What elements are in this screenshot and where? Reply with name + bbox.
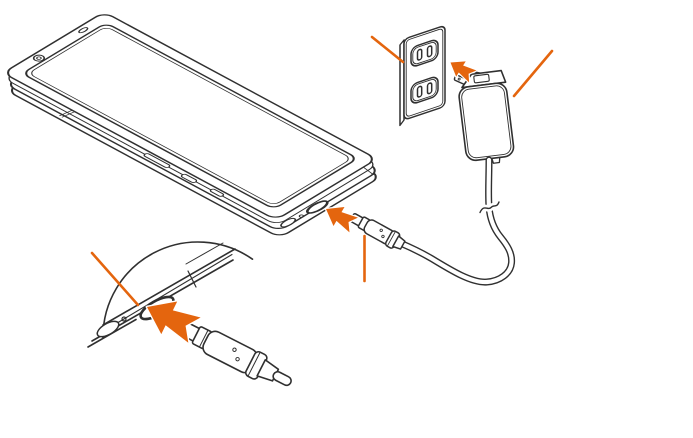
inset-microphone-hole xyxy=(121,316,127,322)
arrow-icon xyxy=(324,205,360,234)
leader-line-outlet xyxy=(370,35,405,64)
outlet-lower-slot-left xyxy=(416,85,423,98)
usb-plug-neck xyxy=(392,235,406,250)
wall-outlet xyxy=(399,25,446,127)
insert-arrow-outlet xyxy=(449,60,478,84)
inset-screen-edge-line2 xyxy=(104,253,233,331)
insertion-arrows xyxy=(145,60,478,345)
adapter-body xyxy=(458,82,515,162)
adapter-body-inner-line xyxy=(461,85,512,159)
front-camera-lens xyxy=(36,56,42,60)
phone xyxy=(7,14,377,236)
inset-screen-edge-line xyxy=(102,248,236,326)
inset-plug-cable-stub xyxy=(272,370,292,387)
adapter-strain-relief xyxy=(491,157,501,164)
inset-plug-screw xyxy=(235,356,240,362)
usb-plug-magnified xyxy=(178,320,292,387)
ac-adapter xyxy=(458,69,515,164)
speaker-slot xyxy=(280,217,297,228)
outlet-upper-socket-inner xyxy=(412,41,437,65)
camera-key xyxy=(209,188,225,197)
outlet-plate-inner-line xyxy=(405,28,444,117)
outlet-upper-slot-right xyxy=(426,45,433,58)
microphone-hole xyxy=(298,214,305,218)
outlet-upper-slot-left xyxy=(416,48,423,61)
usb-plug-end-ring-line xyxy=(387,231,396,247)
usb-plug-screw xyxy=(379,228,383,232)
leader-line-inset-port xyxy=(90,251,140,307)
insert-arrow-inset xyxy=(145,300,203,345)
arrow-icon xyxy=(449,60,478,84)
inset-plug-screw xyxy=(232,347,237,352)
inset-speaker-slot xyxy=(96,320,120,338)
usb-type-c-port xyxy=(305,200,329,214)
phone-screen-inner-line xyxy=(31,28,349,204)
front-camera xyxy=(32,54,46,62)
antenna-seam xyxy=(363,167,374,175)
phone-screen xyxy=(25,24,355,208)
phone-face xyxy=(7,14,373,218)
sim-tray-seam xyxy=(61,111,76,118)
volume-key xyxy=(143,153,171,168)
headset-jack xyxy=(78,27,89,34)
outlet-lower-slot-right xyxy=(426,82,433,95)
inset-circle-arc xyxy=(102,241,254,339)
usb-cable xyxy=(395,156,516,286)
adapter-top-socket xyxy=(473,73,490,84)
callout-leader-lines xyxy=(90,35,554,307)
cable-break-mark xyxy=(479,201,500,214)
outlet-lower-socket-inner xyxy=(412,78,437,102)
usb-plug-screw xyxy=(381,234,385,239)
sim-tray-seam xyxy=(59,109,73,117)
inset-plug-end-ring-line xyxy=(247,352,261,377)
power-key xyxy=(180,173,198,183)
inset-antenna-seam xyxy=(187,270,197,288)
insert-arrow-port xyxy=(324,205,360,234)
inset-glass-edge-line xyxy=(185,242,224,265)
arrow-icon xyxy=(145,300,203,345)
magnifier-inset xyxy=(87,241,254,348)
cable-outline xyxy=(395,156,516,286)
inset-plug-collar-line xyxy=(198,329,209,348)
leader-line-adapter xyxy=(512,49,554,98)
